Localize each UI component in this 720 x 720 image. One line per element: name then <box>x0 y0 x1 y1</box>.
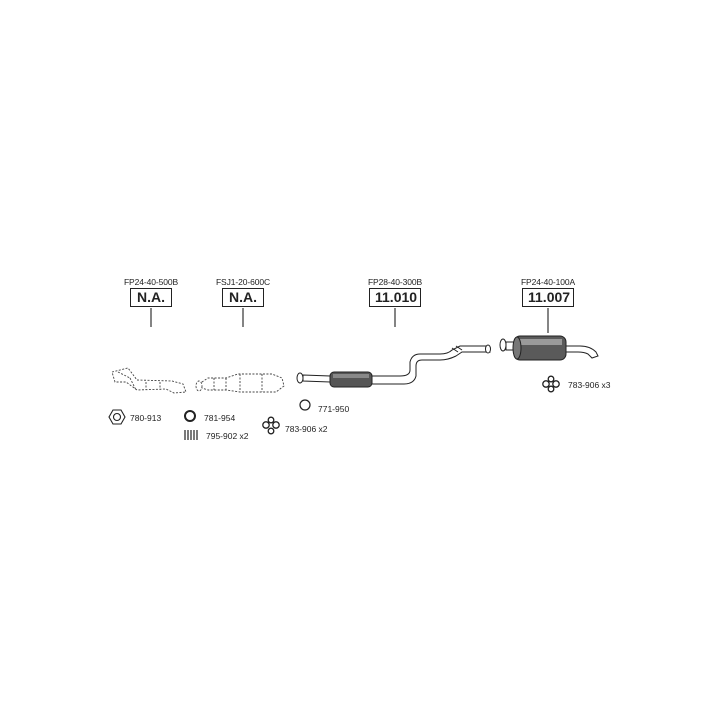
price-box-center-muffler: 11.010 <box>369 288 421 307</box>
accessory-label-795-902: 795-902 x2 <box>206 431 249 441</box>
rubber-mount-icon <box>262 416 280 435</box>
rubber-mount-icon-rear <box>542 375 560 393</box>
spring-icon <box>184 430 198 440</box>
ring-icon-771 <box>299 399 311 411</box>
rear-muffler-icon <box>499 335 599 361</box>
ring-icon <box>184 410 196 422</box>
gasket-icon <box>108 409 126 425</box>
part-number-center-muffler: FP28-40-300B <box>367 277 423 287</box>
part-number-front-pipe: FP24-40-500B <box>123 277 179 287</box>
price-box-rear-muffler: 11.007 <box>522 288 574 307</box>
front-pipe-icon <box>111 367 187 394</box>
accessory-label-781-954: 781-954 <box>204 413 236 423</box>
price-box-front-pipe: N.A. <box>130 288 172 307</box>
accessory-label-783-906-x2: 783-906 x2 <box>285 424 328 434</box>
accessory-label-783-906-x3: 783-906 x3 <box>568 380 611 390</box>
price-box-catalytic-converter: N.A. <box>222 288 264 307</box>
part-number-rear-muffler: FP24-40-100A <box>520 277 576 287</box>
accessory-label-780-913: 780-913 <box>130 413 162 423</box>
center-muffler-icon <box>296 344 491 388</box>
accessory-label-771-950: 771-950 <box>318 404 350 414</box>
part-number-catalytic-converter: FSJ1-20-600C <box>215 277 271 287</box>
catalytic-converter-icon <box>194 373 285 393</box>
